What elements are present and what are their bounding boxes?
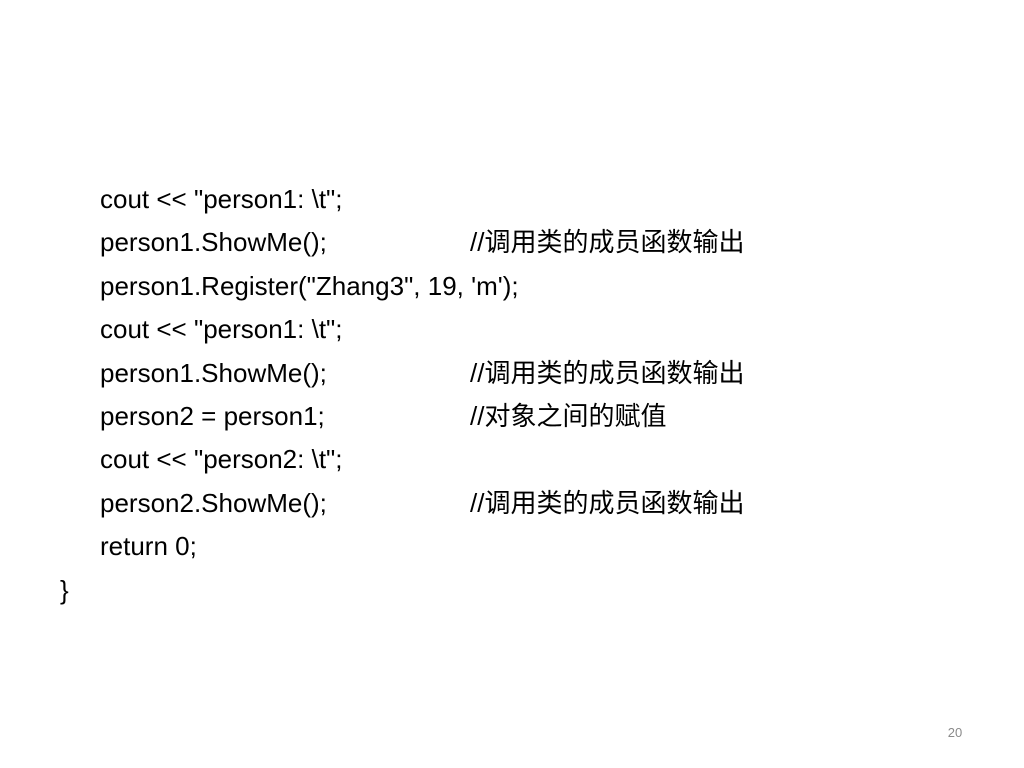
code-text: cout << "person1: \t"; [100,184,343,214]
code-line: } [0,569,1024,612]
code-line: cout << "person1: \t"; [0,178,1024,221]
code-text: person1.Register("Zhang3", 19, 'm'); [100,270,519,301]
code-comment: //调用类的成员函数输出 [470,487,745,518]
code-text: cout << "person1: \t"; [100,314,343,345]
code-line: person1.ShowMe(); //调用类的成员函数输出 [0,221,1024,264]
code-text: person2 = person1; [100,400,325,431]
code-block: cout << "person1: \t"; person1.ShowMe();… [0,178,1024,612]
code-text: person1.ShowMe(); [100,357,327,388]
code-text: cout << "person2: \t"; [100,444,343,475]
code-line: person1.Register("Zhang3", 19, 'm'); [0,265,1024,308]
code-line: person2 = person1; //对象之间的赋值 [0,395,1024,438]
closing-brace: } [60,574,69,605]
code-line: person1.ShowMe(); //调用类的成员函数输出 [0,352,1024,395]
code-line: person2.ShowMe(); //调用类的成员函数输出 [0,482,1024,525]
code-text: person2.ShowMe(); [100,487,327,518]
code-comment: //调用类的成员函数输出 [470,227,745,258]
page-number: 20 [947,725,963,740]
code-line: cout << "person1: \t"; [0,308,1024,351]
code-text: return 0; [100,531,197,562]
code-comment: //调用类的成员函数输出 [470,357,745,388]
code-line: cout << "person2: \t"; [0,438,1024,481]
code-comment: //对象之间的赋值 [470,400,667,431]
code-text: person1.ShowMe(); [100,227,327,258]
code-line: return 0; [0,525,1024,568]
